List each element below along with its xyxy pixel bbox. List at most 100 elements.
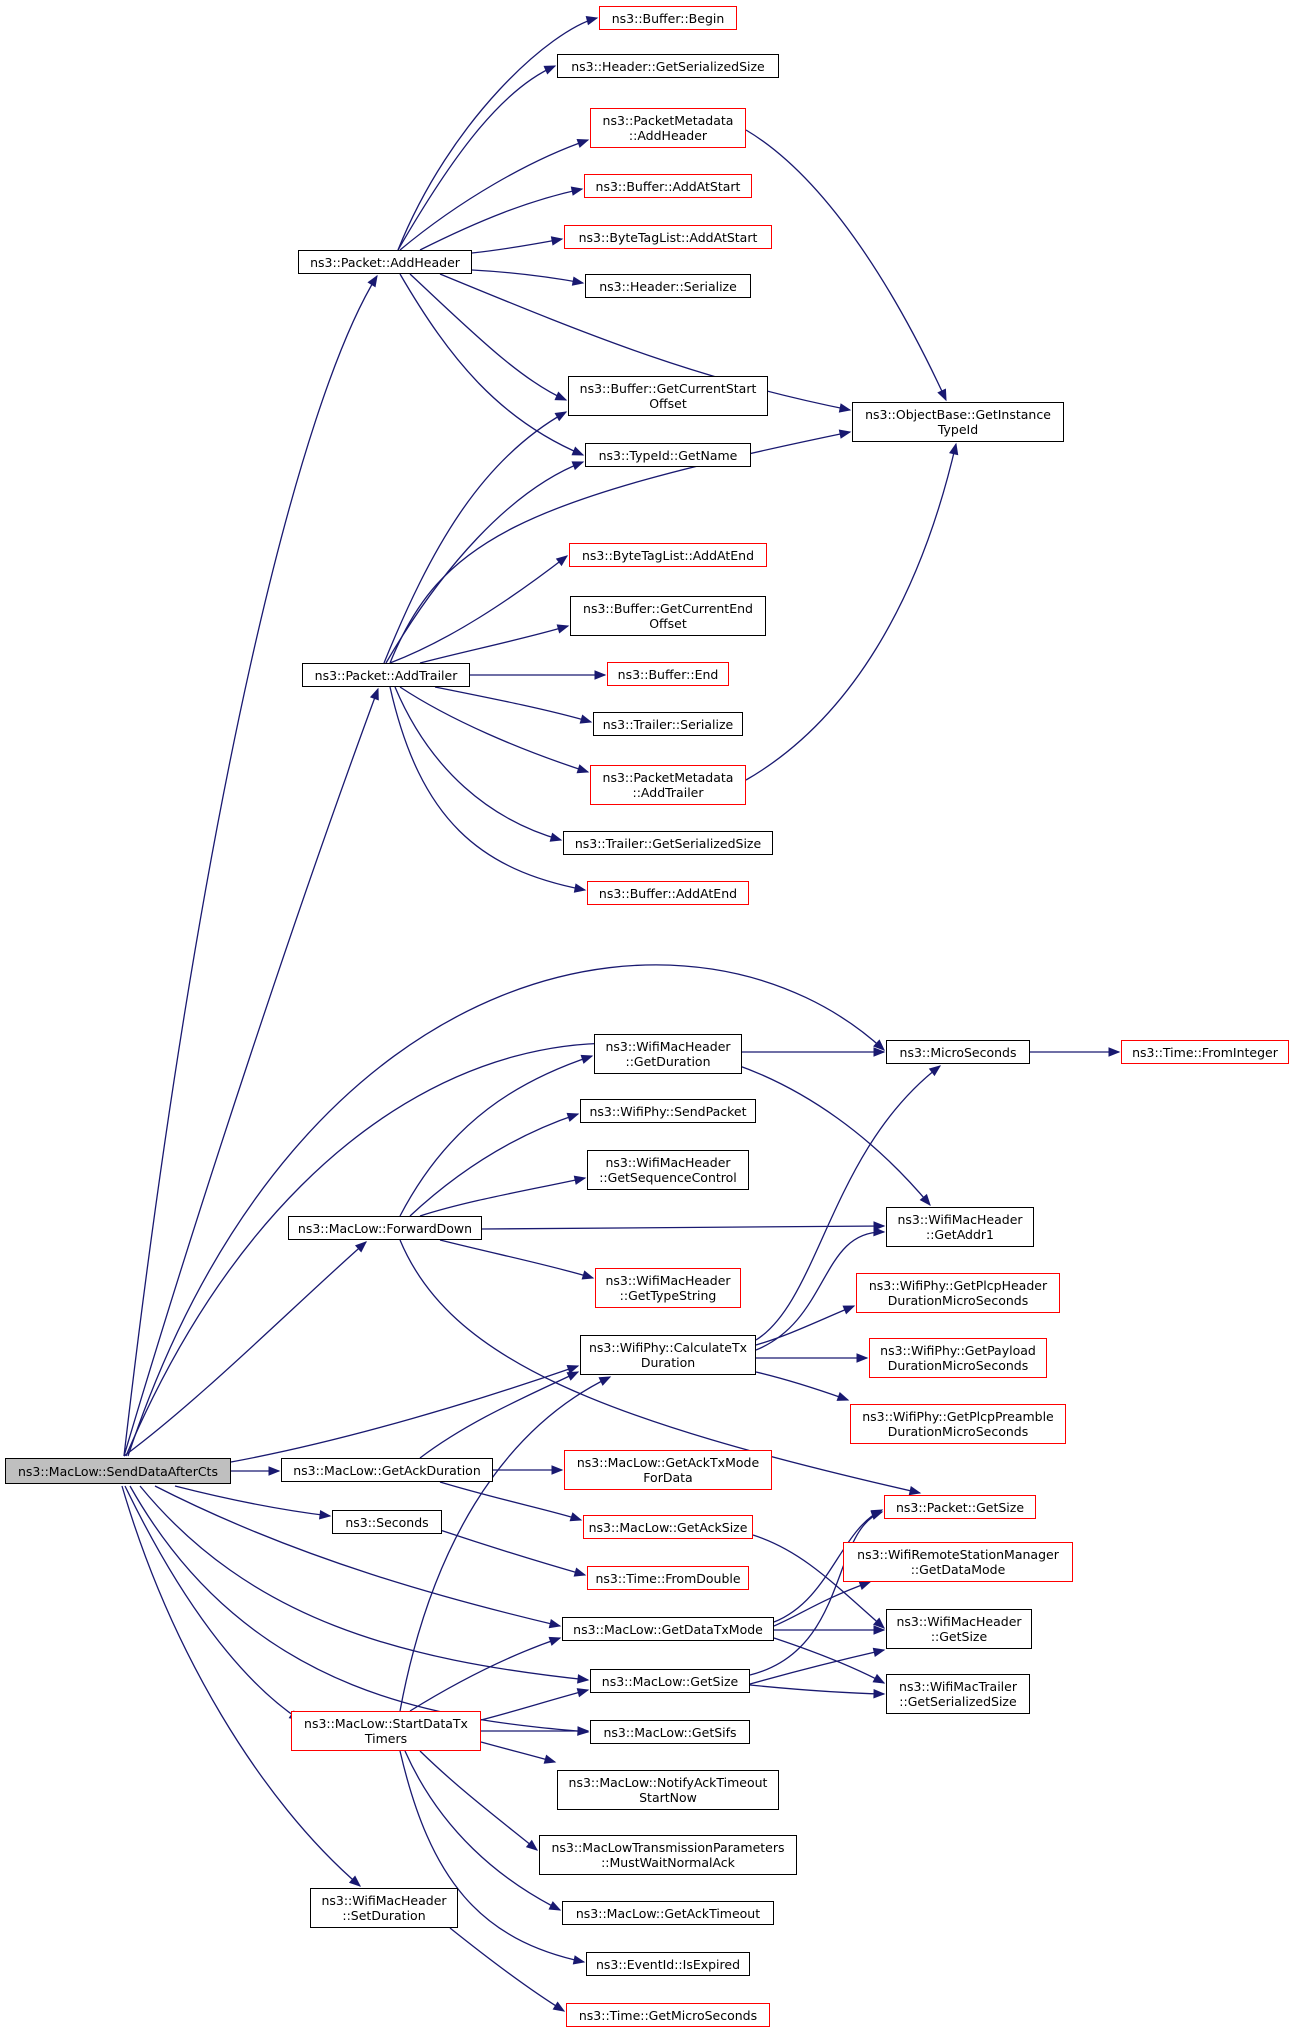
node-label: ns3::WifiPhy::GetPlcpPreamble	[862, 1409, 1054, 1424]
node-wpsp[interactable]: ns3::WifiPhy::SendPacket	[580, 1099, 756, 1123]
node-hgss[interactable]: ns3::Header::GetSerializedSize	[557, 54, 779, 78]
edge-addh-to-btlaas	[471, 238, 563, 254]
node-setd[interactable]: ns3::WifiMacHeader::SetDuration	[310, 1888, 458, 1928]
node-mltp[interactable]: ns3::MacLowTransmissionParameters::MustW…	[539, 1835, 797, 1875]
node-label: ns3::WifiMacHeader	[605, 1273, 731, 1288]
node-pmah[interactable]: ns3::PacketMetadata::AddHeader	[590, 108, 746, 148]
arrowhead-fwd-to-wpsp	[566, 1112, 580, 1122]
node-addt[interactable]: ns3::Packet::AddTrailer	[302, 663, 470, 687]
node-baas[interactable]: ns3::Buffer::AddAtStart	[584, 174, 752, 198]
node-tser[interactable]: ns3::Trailer::Serialize	[593, 712, 743, 736]
arrowhead-gdtm-to-wmtgss	[872, 1673, 886, 1684]
edge-addt-to-tser	[434, 686, 592, 723]
node-gato[interactable]: ns3::MacLow::GetAckTimeout	[562, 1901, 774, 1925]
arrowhead-root-to-gsz	[577, 1674, 590, 1684]
edge-addt-to-baae	[389, 686, 586, 891]
arrowhead-addh-to-btlaas	[550, 236, 564, 246]
edge-root-to-calc	[230, 1365, 579, 1463]
arrowhead-calc-to-wpgppd	[836, 1392, 850, 1401]
node-bend[interactable]: ns3::Buffer::End	[607, 662, 729, 686]
edge-fwd-to-pgs	[399, 1239, 921, 1494]
node-pmat[interactable]: ns3::PacketMetadata::AddTrailer	[590, 765, 746, 805]
node-tgn[interactable]: ns3::TypeId::GetName	[585, 443, 751, 467]
arrowhead-addh-to-obgit	[838, 403, 852, 413]
node-label: ns3::WifiMacHeader	[321, 1893, 447, 1908]
arrowhead-sdtt-to-eie	[572, 1955, 586, 1965]
arrowhead-fwd-to-wmhga1	[873, 1221, 886, 1231]
node-label: ::GetTypeString	[619, 1288, 717, 1303]
node-gad[interactable]: ns3::MacLow::GetAckDuration	[281, 1458, 493, 1482]
node-pgs[interactable]: ns3::Packet::GetSize	[884, 1495, 1036, 1519]
edge-calc-to-wpgphd	[755, 1305, 855, 1346]
arrowhead-gsz-to-wmhgs	[872, 1647, 886, 1657]
node-tgms[interactable]: ns3::Time::GetMicroSeconds	[566, 2003, 770, 2027]
node-gas[interactable]: ns3::MacLow::GetAckSize	[583, 1515, 753, 1539]
arrowhead-root-to-secs	[319, 1510, 332, 1520]
edge-fwd-to-wmhgts	[439, 1239, 594, 1279]
edge-sdtt-to-gsz	[480, 1689, 589, 1721]
node-fwd[interactable]: ns3::MacLow::ForwardDown	[288, 1216, 482, 1240]
arrowhead-fwd-to-wmhgd	[580, 1054, 594, 1064]
node-label: ns3::Packet::AddHeader	[310, 254, 460, 270]
node-label: ns3::Packet::AddTrailer	[314, 667, 458, 683]
node-wmhgts[interactable]: ns3::WifiMacHeader::GetTypeString	[595, 1268, 741, 1308]
edge-addh-to-hgss	[397, 65, 556, 251]
edge-root-to-gsz	[139, 1485, 589, 1681]
edge-sdtt-to-eie	[399, 1750, 585, 1963]
node-wrsm[interactable]: ns3::WifiRemoteStationManager::GetDataMo…	[843, 1542, 1073, 1582]
arrowhead-sdtt-to-gdtm	[548, 1636, 562, 1646]
node-bbegin[interactable]: ns3::Buffer::Begin	[599, 6, 737, 30]
node-secs[interactable]: ns3::Seconds	[332, 1510, 442, 1534]
node-btlaas[interactable]: ns3::ByteTagList::AddAtStart	[564, 225, 772, 249]
edge-gdtm-to-wrsm	[773, 1581, 871, 1627]
node-label: ns3::PacketMetadata	[602, 770, 734, 785]
node-label: ns3::Buffer::GetCurrentStart	[579, 381, 757, 396]
edge-gad-to-gas	[439, 1481, 582, 1521]
edge-addt-to-tgn	[385, 461, 584, 664]
node-tfd[interactable]: ns3::Time::FromDouble	[587, 1566, 749, 1590]
node-label: ::MustWaitNormalAck	[601, 1855, 735, 1870]
edge-gsz-to-wmhgs	[749, 1649, 885, 1685]
node-hser[interactable]: ns3::Header::Serialize	[585, 274, 751, 298]
node-tfi[interactable]: ns3::Time::FromInteger	[1121, 1040, 1289, 1064]
node-btlaae[interactable]: ns3::ByteTagList::AddAtEnd	[569, 543, 767, 567]
node-wmhgs[interactable]: ns3::WifiMacHeader::GetSize	[886, 1609, 1032, 1649]
edge-root-to-gsifs	[129, 1485, 589, 1733]
node-wmhga1[interactable]: ns3::WifiMacHeader::GetAddr1	[886, 1207, 1034, 1247]
node-label: ns3::MacLow::GetAckTimeout	[575, 1905, 761, 1921]
node-eie[interactable]: ns3::EventId::IsExpired	[586, 1952, 750, 1976]
node-baae[interactable]: ns3::Buffer::AddAtEnd	[587, 881, 749, 905]
edge-sdtt-to-calc	[399, 1376, 611, 1712]
edge-addh-to-bbegin	[397, 17, 598, 251]
node-label: ::GetDataMode	[910, 1562, 1006, 1577]
node-addh[interactable]: ns3::Packet::AddHeader	[298, 250, 472, 274]
node-wmhgsc[interactable]: ns3::WifiMacHeader::GetSequenceControl	[587, 1150, 749, 1190]
edge-gsz-to-wmtgss	[749, 1684, 885, 1695]
node-label: Offset	[649, 616, 687, 631]
node-gdtm[interactable]: ns3::MacLow::GetDataTxMode	[562, 1617, 774, 1641]
node-tgss[interactable]: ns3::Trailer::GetSerializedSize	[563, 831, 773, 855]
node-gsz[interactable]: ns3::MacLow::GetSize	[590, 1669, 750, 1693]
arrowhead-root-to-calc	[566, 1364, 580, 1374]
edge-gad-to-calc	[419, 1371, 579, 1459]
node-label: ns3::EventId::IsExpired	[595, 1956, 741, 1972]
edge-addh-to-baas	[419, 188, 583, 251]
arrowhead-addt-to-btlaae	[555, 555, 569, 567]
arrowhead-sdtt-to-gato	[548, 1901, 562, 1911]
edge-fwd-to-wmhgd	[399, 1055, 593, 1217]
node-wmtgss[interactable]: ns3::WifiMacTrailer::GetSerializedSize	[886, 1674, 1030, 1714]
node-wmhgd[interactable]: ns3::WifiMacHeader::GetDuration	[594, 1034, 742, 1074]
node-gsifs[interactable]: ns3::MacLow::GetSifs	[590, 1720, 750, 1744]
node-micro[interactable]: ns3::MicroSeconds	[886, 1040, 1030, 1064]
edge-root-to-addh	[123, 275, 378, 1457]
